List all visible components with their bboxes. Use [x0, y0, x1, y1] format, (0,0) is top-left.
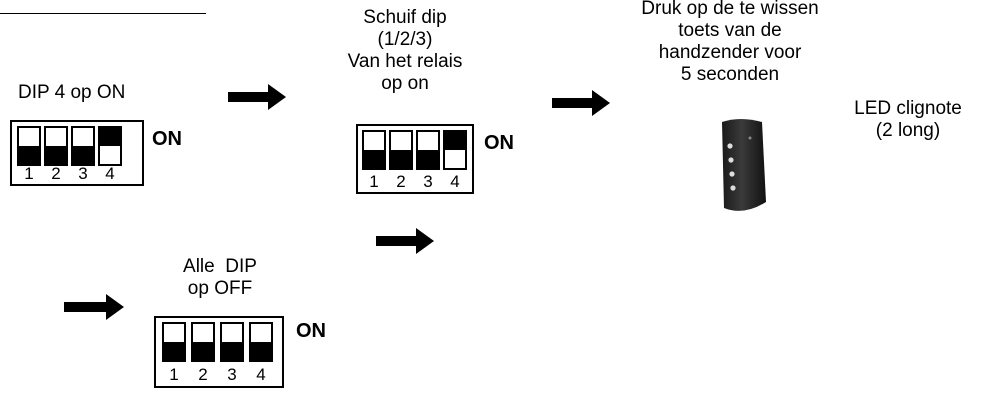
dip-number: 1	[24, 164, 34, 183]
dip-switch-1	[17, 126, 41, 166]
dip-number: 3	[227, 365, 237, 384]
step3-label: Druk op de te wissen toets van de handze…	[641, 0, 819, 85]
step4-label: LED clignote (2 long)	[854, 98, 962, 141]
arrow-right-icon	[228, 84, 286, 110]
step5-label: Alle DIP op OFF	[183, 256, 257, 299]
dip-number: 1	[369, 172, 379, 191]
step2-label: Schuif dip (1/2/3) Van het relais op on	[347, 7, 463, 94]
dip-number: 2	[396, 172, 406, 191]
dip-switch-block-2: 1 2 3 4	[356, 124, 474, 194]
dip-number: 4	[256, 365, 266, 384]
dip-switch-2	[191, 322, 215, 362]
arrow-right-icon	[64, 294, 124, 320]
dip-switch-1	[162, 322, 186, 362]
dip-switch-3	[220, 322, 244, 362]
on-label: ON	[152, 128, 182, 150]
remote-control-icon	[722, 119, 766, 211]
step1-label: DIP 4 op ON	[18, 82, 126, 103]
dip-switch-2	[44, 126, 68, 166]
dip-switch-2	[389, 130, 413, 170]
dip-switch-block-1: 1 2 3 4	[10, 120, 144, 186]
on-label: ON	[484, 132, 514, 154]
arrow-right-icon	[376, 228, 434, 254]
dip-switch-4	[98, 126, 122, 166]
top-divider-line	[0, 13, 206, 14]
arrow-right-icon	[552, 90, 610, 116]
dip-switch-1	[362, 130, 386, 170]
dip-number: 2	[198, 365, 208, 384]
dip-switch-3	[416, 130, 440, 170]
dip-number: 4	[105, 164, 115, 183]
dip-number: 3	[78, 164, 88, 183]
dip-switch-4	[443, 130, 467, 170]
dip-number: 2	[51, 164, 61, 183]
dip-number: 1	[169, 365, 179, 384]
dip-switch-4	[249, 322, 273, 362]
dip-number: 4	[450, 172, 460, 191]
dip-switch-block-3: 1 2 3 4	[154, 316, 284, 388]
dip-switch-3	[71, 126, 95, 166]
dip-number: 3	[423, 172, 433, 191]
on-label: ON	[296, 320, 326, 342]
